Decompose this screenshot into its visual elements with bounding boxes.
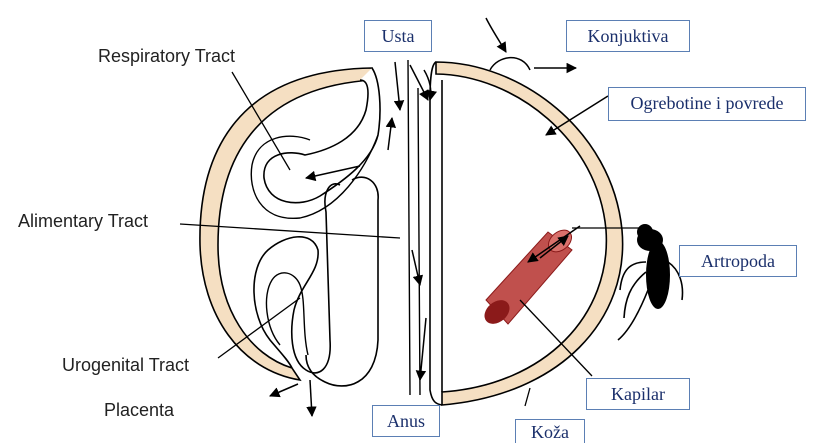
label-urogenital-tract: Urogenital Tract [62,355,189,376]
right-body-skin [436,62,623,405]
box-usta: Usta [364,20,432,52]
box-anus: Anus [372,405,440,437]
box-kapilar: Kapilar [586,378,690,410]
box-koza: Koža [515,419,585,443]
right-half-inner [430,62,442,405]
box-artropoda: Artropoda [679,245,797,277]
label-placenta: Placenta [104,400,174,421]
left-body-skin [200,68,372,380]
arthropod-icon [618,224,682,340]
box-ogrebotine: Ogrebotine i povrede [608,87,806,121]
label-alimentary-tract: Alimentary Tract [18,211,148,232]
conjunctiva-bump [490,58,530,70]
alimentary-tube-left [408,60,420,395]
box-konjuktiva: Konjuktiva [566,20,690,52]
label-respiratory-tract: Respiratory Tract [98,46,235,67]
